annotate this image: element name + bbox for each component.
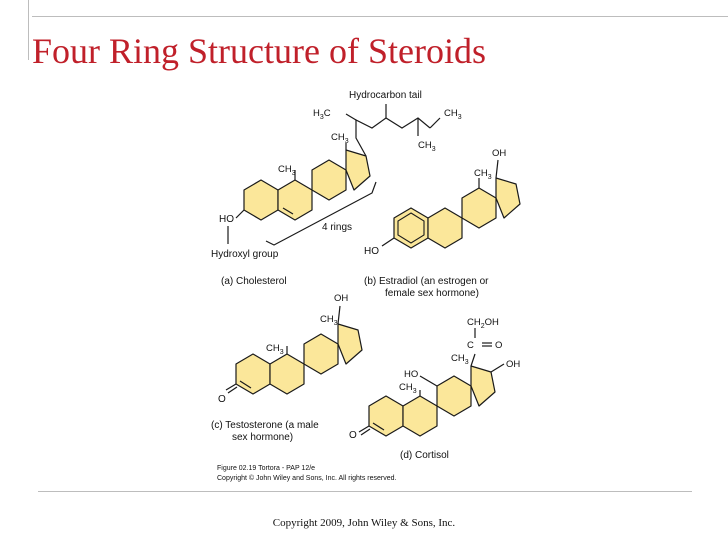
slide-top-rule	[32, 16, 728, 17]
testosterone-o-label: O	[218, 394, 226, 405]
cortisol-ring-d	[470, 365, 496, 407]
testosterone-structure: OH CH3 CH3 O (c) Testosterone (a male se…	[211, 293, 363, 443]
slide-title: Four Ring Structure of Steroids	[32, 31, 486, 71]
testosterone-caption-line2: sex hormone)	[232, 432, 293, 443]
tail-ch3-label: CH3	[444, 108, 462, 121]
estradiol-ring-c	[461, 187, 497, 229]
cholesterol-ring-c	[311, 159, 347, 201]
testosterone-ring-a	[235, 353, 271, 395]
testosterone-ring-b	[269, 353, 305, 395]
slide-bottom-rule	[38, 491, 692, 492]
rings-bracket	[265, 181, 377, 246]
cortisol-ring-b	[402, 395, 438, 437]
testosterone-ring-c	[303, 333, 339, 375]
cortisol-ring-a	[368, 395, 404, 437]
testosterone-oh-label: OH	[334, 293, 348, 304]
estradiol-oh-label: OH	[492, 148, 506, 159]
cortisol-oh-label: OH	[506, 359, 520, 370]
figure-credit-line2: Copyright © John Wiley and Sons, Inc. Al…	[217, 474, 397, 482]
cholesterol-ho-label: HO	[219, 214, 234, 225]
estradiol-ring-b	[427, 207, 463, 249]
cholesterol-caption: (a) Cholesterol	[221, 276, 287, 287]
slide-footer: Copyright 2009, John Wiley & Sons, Inc.	[272, 517, 456, 529]
cholesterol-ring-b	[277, 179, 313, 221]
estradiol-caption-line2: female sex hormone)	[385, 288, 479, 299]
cortisol-methyl-label-2: CH3	[399, 382, 417, 395]
cortisol-methyl-label-1: CH3	[451, 353, 469, 366]
cholesterol-tail	[355, 117, 431, 157]
testosterone-methyl-label-1: CH3	[320, 314, 338, 327]
methyl-label-1: CH3	[331, 132, 349, 145]
cortisol-carbonyl-label: C	[467, 340, 474, 351]
estradiol-ho-label: HO	[364, 246, 379, 257]
cholesterol-ring-d	[345, 149, 371, 191]
cortisol-carbonyl-o-label: O	[495, 340, 502, 351]
estradiol-methyl-label: CH3	[474, 168, 492, 181]
rings-label: 4 rings	[322, 222, 352, 233]
branch-ch3-label: CH3	[418, 140, 436, 153]
testosterone-caption-line1: (c) Testosterone (a male	[211, 420, 319, 431]
cortisol-ring-c	[436, 375, 472, 417]
tail-label: Hydrocarbon tail	[349, 90, 422, 101]
figure-credit-line1: Figure 02.19 Tortora - PAP 12/e	[217, 465, 315, 472]
cortisol-structure: CH2OH C O CH3 OH HO CH3 O (d) Cortisol	[349, 317, 520, 461]
testosterone-ring-d	[337, 323, 363, 365]
methyl-label-2: CH3	[278, 164, 296, 177]
cortisol-ho-label: HO	[404, 369, 418, 380]
h3c-label: H3C	[313, 108, 331, 121]
testosterone-methyl-label-2: CH3	[266, 343, 284, 356]
slide-left-rule	[28, 0, 29, 60]
hydroxyl-label: Hydroxyl group	[211, 249, 279, 260]
cholesterol-ring-a	[243, 179, 279, 221]
estradiol-ring-a	[393, 207, 429, 249]
cortisol-ch2oh-label: CH2OH	[467, 317, 499, 330]
estradiol-caption-line1: (b) Estradiol (an estrogen or	[364, 276, 489, 287]
cortisol-o-label: O	[349, 430, 357, 441]
estradiol-structure: OH CH3 HO (b) Estradiol (an estrogen or …	[364, 148, 521, 299]
cortisol-caption: (d) Cortisol	[400, 450, 449, 461]
estradiol-ring-d	[495, 177, 521, 219]
cholesterol-structure: Hydrocarbon tail H3C CH3 CH3 CH3 CH3 HO …	[211, 90, 462, 287]
